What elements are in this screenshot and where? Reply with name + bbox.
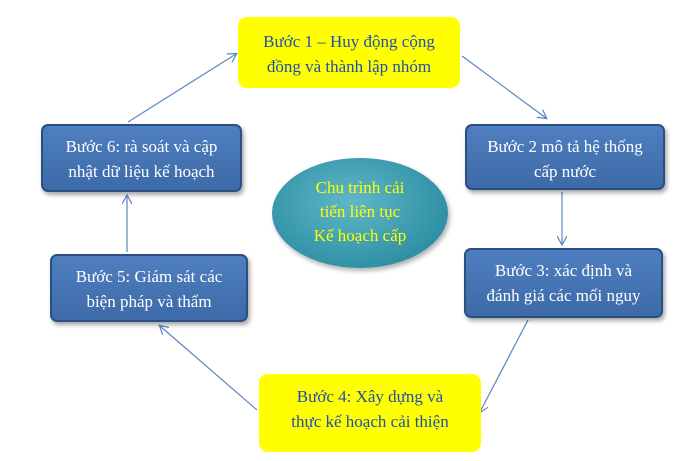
center-line-1: Chu trình cải	[315, 178, 405, 197]
step-2-line-1: Bước 2 mô tả hệ thống	[487, 137, 643, 156]
step-5-box: Bước 5: Giám sát các biện pháp và thẩm	[50, 254, 248, 322]
step-1-line-2: đồng và thành lập nhóm	[266, 57, 432, 76]
step-5-line-2: biện pháp và thẩm	[86, 292, 212, 311]
center-line-2: tiến liên tục	[319, 202, 401, 221]
step-6-box: Bước 6: rà soát và cập nhật dữ liệu kế h…	[41, 124, 242, 192]
step-6-line-2: nhật dữ liệu kế hoạch	[68, 162, 215, 181]
step-3-line-1: Bước 3: xác định và	[494, 261, 633, 280]
step-3-box: Bước 3: xác định và đánh giá các mối ngu…	[464, 248, 663, 318]
center-line-3: Kế hoạch cấp	[313, 226, 407, 245]
step-2-line-2: cấp nước	[533, 162, 597, 181]
step-1-line-1: Bước 1 – Huy động cộng	[263, 32, 435, 51]
step-4-line-2: thực kế hoạch cải thiện	[291, 412, 449, 431]
step-3-line-2: đánh giá các mối nguy	[486, 286, 641, 305]
arrow-step4-to-step5	[160, 326, 258, 411]
step-6-line-1: Bước 6: rà soát và cập	[65, 137, 218, 156]
arrow-step3-to-step4	[480, 319, 529, 412]
step-1-box: Bước 1 – Huy động cộng đồng và thành lập…	[238, 17, 460, 88]
step-4-box: Bước 4: Xây dựng và thực kế hoạch cải th…	[259, 374, 481, 452]
arrow-step1-to-step2	[461, 55, 546, 118]
step-5-line-1: Bước 5: Giám sát các	[75, 267, 223, 286]
step-4-line-1: Bước 4: Xây dựng và	[296, 387, 444, 406]
arrow-step6-to-step1	[127, 54, 236, 123]
step-2-box: Bước 2 mô tả hệ thống cấp nước	[465, 124, 665, 190]
center-cycle-ellipse: Chu trình cải tiến liên tục Kế hoạch cấp	[272, 158, 448, 268]
